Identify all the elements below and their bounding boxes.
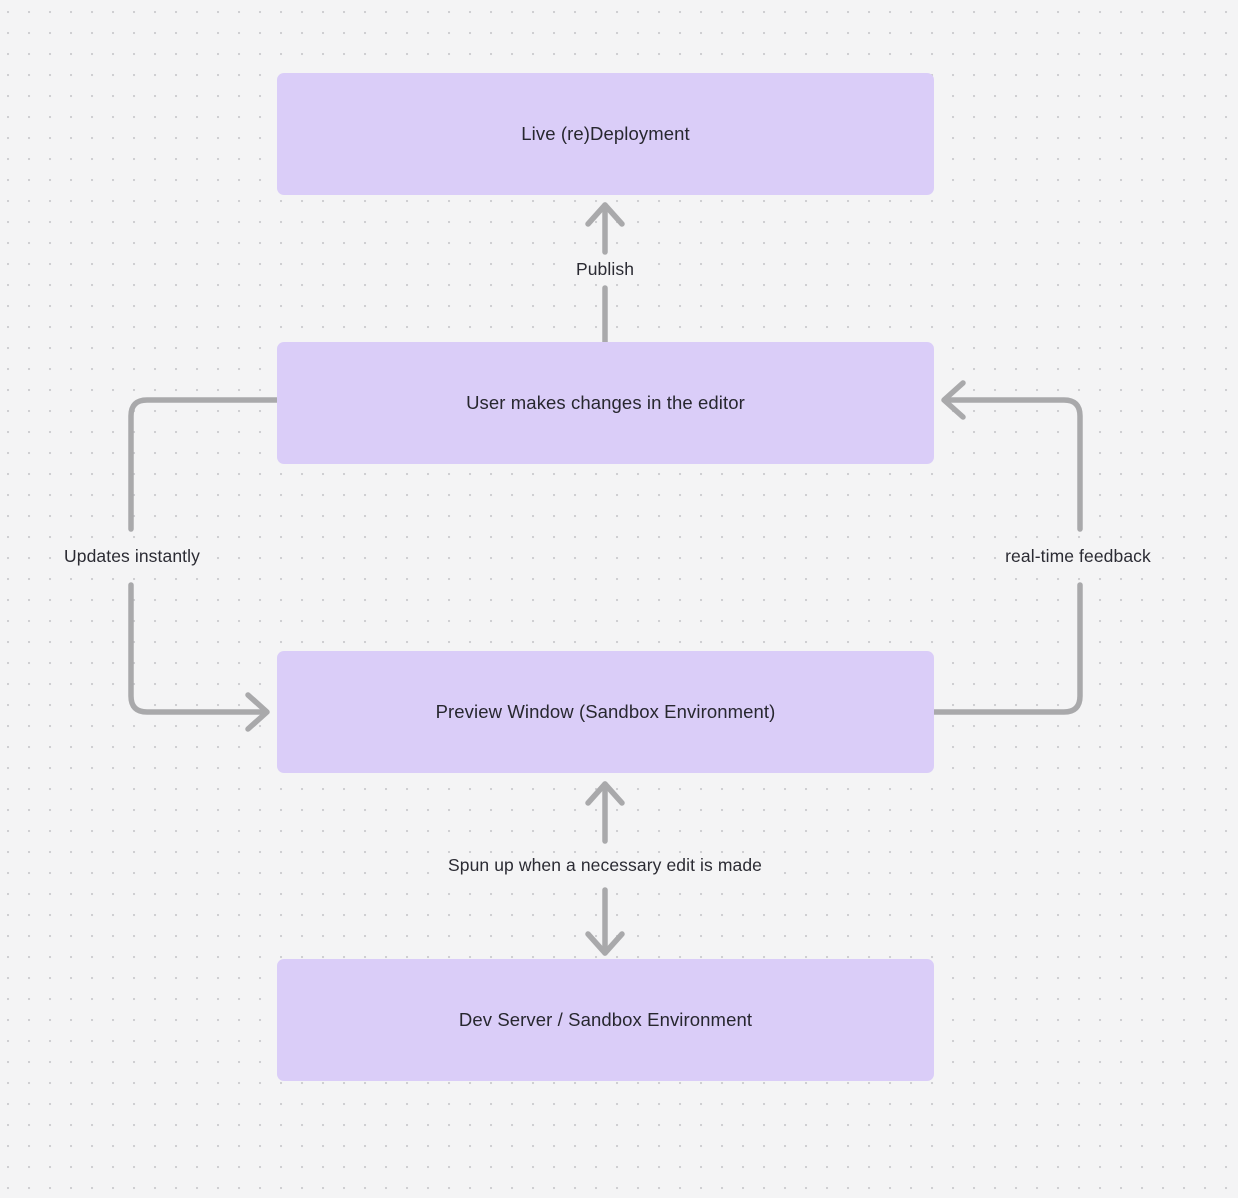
node-user-edits[interactable]: User makes changes in the editor: [277, 342, 934, 464]
node-label: Preview Window (Sandbox Environment): [435, 700, 776, 722]
node-preview-window[interactable]: Preview Window (Sandbox Environment): [277, 651, 934, 773]
node-label: Dev Server / Sandbox Environment: [458, 1008, 753, 1030]
node-label: User makes changes in the editor: [466, 391, 745, 413]
edge-label-publish: Publish: [568, 257, 642, 283]
node-label: Live (re)Deployment: [521, 122, 690, 144]
edge-label-spun-up: Spun up when a necessary edit is made: [440, 853, 770, 879]
edge-label-real-time-feedback: real-time feedback: [998, 544, 1158, 570]
node-live-deployment[interactable]: Live (re)Deployment: [277, 73, 934, 195]
node-dev-server[interactable]: Dev Server / Sandbox Environment: [277, 959, 934, 1081]
edge-label-updates-instantly: Updates instantly: [57, 544, 207, 570]
